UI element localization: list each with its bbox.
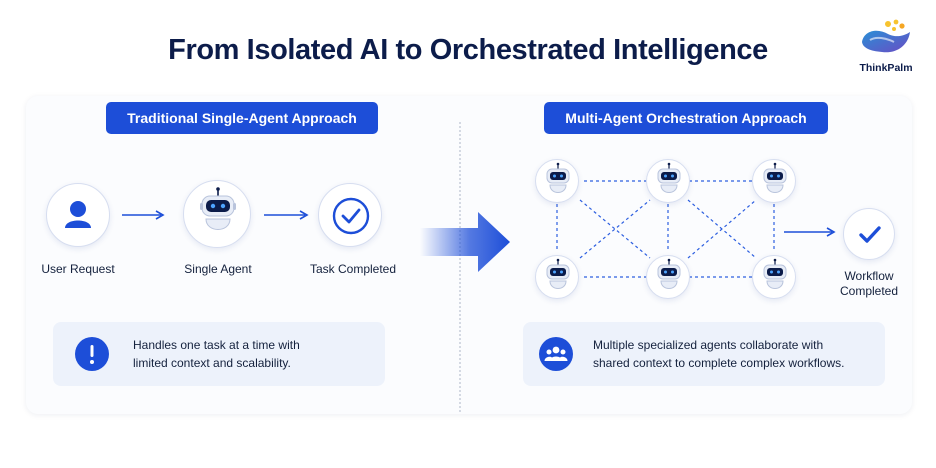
agent-node (535, 159, 579, 203)
multi-agent-note-text: Multiple specialized agents collaborate … (593, 338, 845, 370)
robot-icon (763, 162, 787, 193)
people-group-icon (544, 346, 568, 361)
big-arrow-icon (420, 212, 510, 272)
exclamation-badge (75, 337, 109, 371)
arrow-right-icon (122, 210, 165, 220)
user-icon (65, 201, 91, 228)
section-divider (459, 122, 461, 412)
workflow-completed-label: Workflow Completed (839, 269, 899, 298)
robot-icon (763, 258, 787, 289)
robot-icon (200, 187, 236, 230)
robot-icon (657, 162, 681, 193)
agent-node (752, 159, 796, 203)
page-title: From Isolated AI to Orchestrated Intelli… (168, 34, 768, 66)
task-completed-label: Task Completed (309, 262, 397, 276)
single-agent-note: Handles one task at a time with limited … (53, 322, 385, 386)
single-agent-note-text: Handles one task at a time with limited … (133, 338, 300, 370)
check-icon (859, 226, 881, 243)
multi-agent-heading: Multi-Agent Orchestration Approach (544, 102, 828, 134)
single-agent-label: Single Agent (184, 262, 252, 276)
brand-logo: ThinkPalm (852, 18, 920, 78)
check-icon (332, 197, 370, 235)
network-links (556, 180, 775, 278)
multi-agent-note: Multiple specialized agents collaborate … (523, 322, 885, 386)
agent-node (646, 255, 690, 299)
thinkpalm-logo-icon (862, 19, 910, 53)
people-group-badge (539, 337, 573, 371)
robot-icon (546, 162, 570, 193)
agent-node (752, 255, 796, 299)
task-completed-node (318, 183, 382, 247)
exclamation-icon (90, 345, 94, 364)
user-request-node (46, 183, 110, 247)
single-agent-node (183, 180, 251, 248)
workflow-completed-node (843, 208, 895, 260)
robot-icon (546, 258, 570, 289)
brand-name: ThinkPalm (859, 62, 913, 74)
agent-node (646, 159, 690, 203)
arrow-right-icon (264, 210, 309, 220)
robot-icon (657, 258, 681, 289)
arrow-right-icon (784, 227, 836, 237)
agent-node (535, 255, 579, 299)
user-request-label: User Request (41, 262, 115, 276)
single-agent-heading: Traditional Single-Agent Approach (106, 102, 378, 134)
